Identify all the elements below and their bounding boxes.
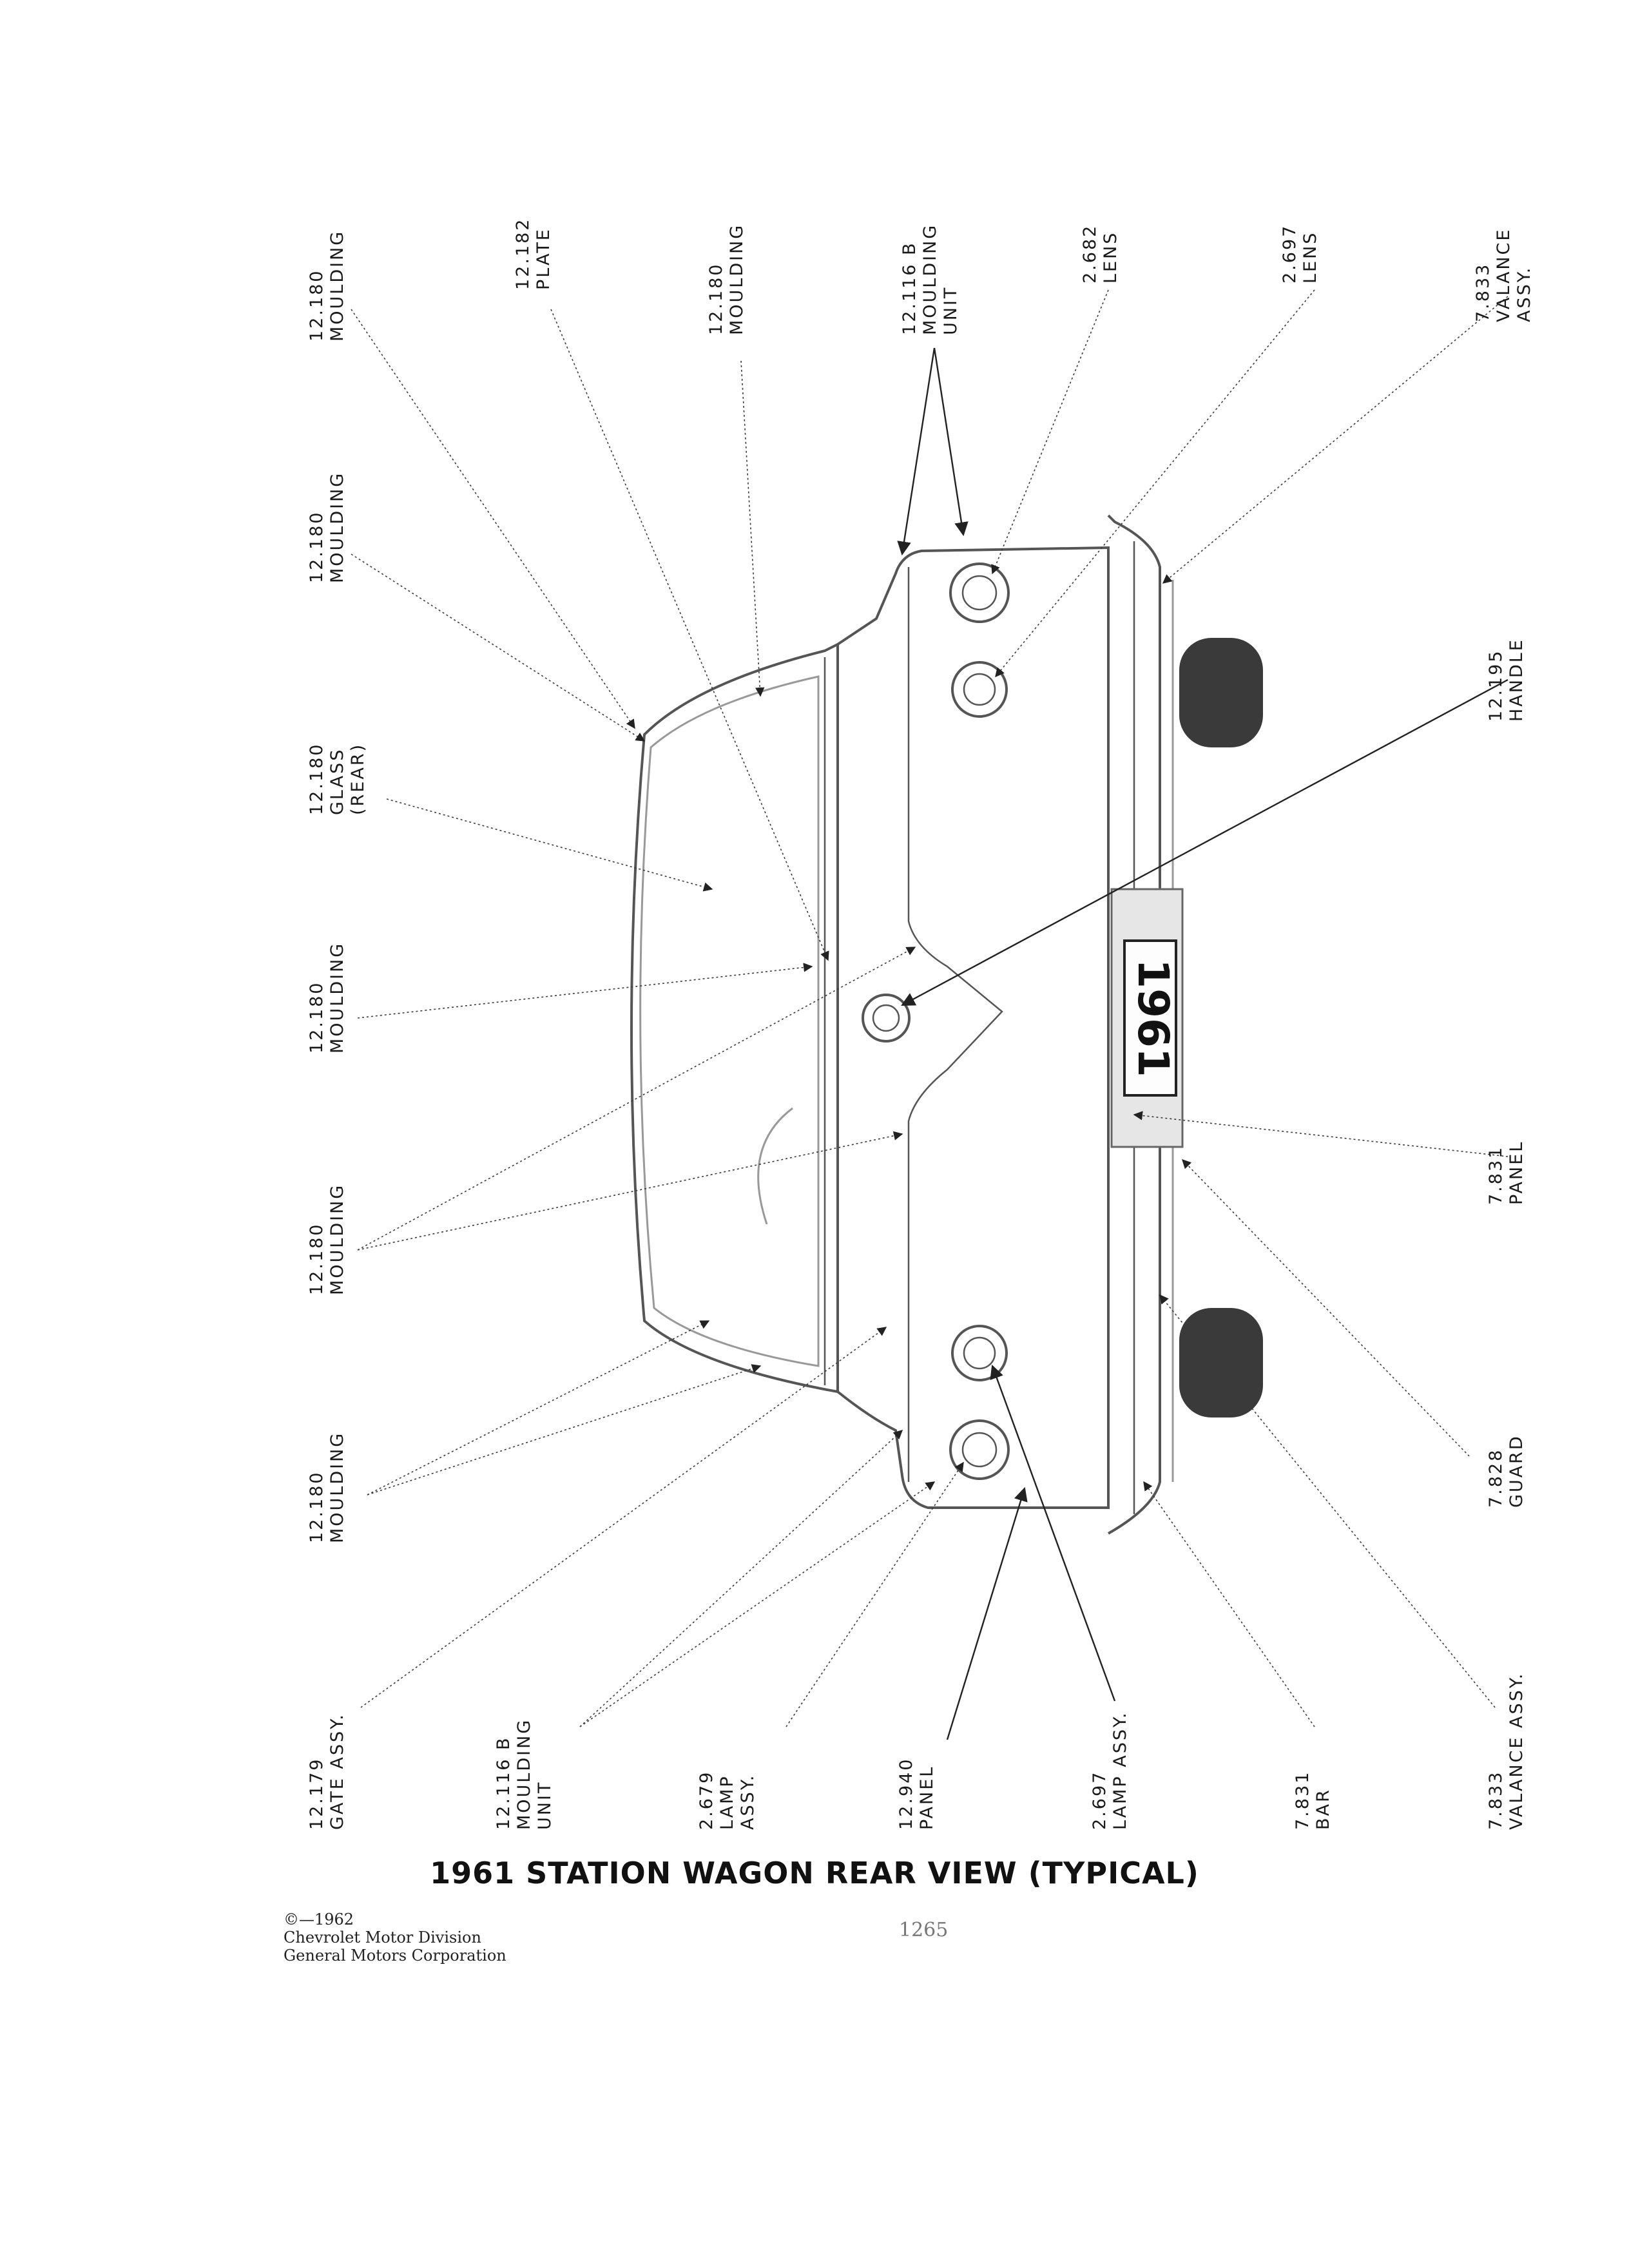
svg-text:ASSY.: ASSY. — [738, 1774, 758, 1830]
callout-top-4: 12.116 B MOULDING UNIT — [900, 224, 961, 335]
svg-text:PANEL: PANEL — [1507, 1140, 1527, 1205]
leader-lines — [351, 289, 1509, 1740]
svg-text:LAMP: LAMP — [717, 1774, 737, 1830]
callout-bottom-3: 2.679 LAMP ASSY. — [697, 1771, 758, 1830]
svg-text:UNIT: UNIT — [535, 1781, 555, 1830]
svg-text:UNIT: UNIT — [941, 286, 961, 335]
svg-text:MOULDING: MOULDING — [327, 942, 347, 1053]
callouts-top: 12.180 MOULDING 12.182 PLATE 12.180 MOUL… — [307, 218, 1534, 341]
svg-text:VALANCE: VALANCE — [1494, 228, 1514, 322]
svg-text:HANDLE: HANDLE — [1507, 638, 1527, 722]
svg-text:2.697: 2.697 — [1090, 1771, 1110, 1830]
tail-lamp-upper-inner — [951, 661, 1008, 718]
copyright-line-3: General Motors Corporation — [284, 1946, 506, 1965]
diagram-title: 1961 STATION WAGON REAR VIEW (TYPICAL) — [430, 1856, 1199, 1890]
svg-text:12.180: 12.180 — [307, 269, 327, 341]
svg-text:ASSY.: ASSY. — [1514, 266, 1534, 322]
svg-text:GLASS: GLASS — [327, 748, 347, 815]
callout-top-7: 7.833 VALANCE ASSY. — [1473, 228, 1534, 322]
callouts-left: 12.180 MOULDING 12.180 GLASS (REAR) 12.1… — [307, 472, 368, 1543]
svg-text:7.833: 7.833 — [1486, 1771, 1506, 1830]
license-plate-panel: 1961 — [1110, 888, 1184, 1148]
tail-lamp-upper-outer — [949, 562, 1010, 623]
svg-text:VALANCE ASSY.: VALANCE ASSY. — [1507, 1672, 1527, 1830]
svg-text:MOULDING: MOULDING — [327, 1432, 347, 1543]
callout-bottom-4: 12.940 PANEL — [896, 1758, 937, 1830]
svg-text:12.179: 12.179 — [307, 1758, 327, 1830]
callout-right-3: 7.828 GUARD — [1486, 1434, 1527, 1508]
vehicle-illustration: 1961 — [630, 514, 1263, 1535]
svg-text:2.682: 2.682 — [1080, 224, 1100, 284]
callout-bottom-6: 7.831 BAR — [1293, 1771, 1333, 1830]
callout-top-5: 2.682 LENS — [1080, 224, 1121, 284]
svg-text:12.180: 12.180 — [307, 743, 327, 815]
svg-text:MOULDING: MOULDING — [727, 224, 747, 335]
callouts-right: 12.195 HANDLE 7.831 PANEL 7.828 GUARD — [1486, 638, 1527, 1508]
callout-bottom-1: 12.179 GATE ASSY. — [307, 1713, 347, 1830]
svg-text:MOULDING: MOULDING — [327, 230, 347, 341]
tail-lamp-lower-outer — [949, 1419, 1010, 1480]
svg-text:7.828: 7.828 — [1486, 1448, 1506, 1508]
svg-text:12.182: 12.182 — [513, 218, 533, 290]
page-number: 1265 — [899, 1919, 949, 1941]
bumper-guard-lower — [1179, 1308, 1263, 1418]
svg-text:MOULDING: MOULDING — [327, 472, 347, 583]
svg-text:7.831: 7.831 — [1293, 1771, 1313, 1830]
svg-text:LENS: LENS — [1300, 231, 1320, 284]
copyright-line-1: ©—1962 — [284, 1910, 354, 1928]
svg-text:2.679: 2.679 — [697, 1771, 717, 1830]
svg-text:12.940: 12.940 — [896, 1758, 916, 1830]
callout-top-6: 2.697 LENS — [1280, 224, 1320, 284]
svg-text:LENS: LENS — [1101, 231, 1121, 284]
tail-lamp-lower-inner — [951, 1325, 1008, 1381]
svg-text:12.195: 12.195 — [1486, 649, 1506, 722]
svg-text:MOULDING: MOULDING — [327, 1184, 347, 1295]
svg-text:LAMP ASSY.: LAMP ASSY. — [1110, 1711, 1130, 1830]
svg-text:7.833: 7.833 — [1473, 263, 1493, 322]
svg-text:GATE ASSY.: GATE ASSY. — [327, 1713, 347, 1830]
svg-text:GUARD: GUARD — [1507, 1434, 1527, 1508]
svg-text:PANEL: PANEL — [917, 1765, 937, 1830]
license-plate-text: 1961 — [1128, 959, 1178, 1077]
copyright-block: ©—1962 Chevrolet Motor Division General … — [284, 1910, 506, 1965]
rear-bumper-bar — [1107, 514, 1161, 1535]
callouts-bottom: 12.179 GATE ASSY. 12.116 B MOULDING UNIT… — [307, 1672, 1527, 1830]
svg-text:MOULDING: MOULDING — [514, 1718, 534, 1830]
svg-text:12.180: 12.180 — [307, 1471, 327, 1543]
callout-left-5: 12.180 MOULDING — [307, 1432, 347, 1543]
svg-text:7.831: 7.831 — [1486, 1146, 1506, 1205]
callout-top-2: 12.182 PLATE — [513, 218, 554, 290]
svg-text:12.180: 12.180 — [307, 1223, 327, 1295]
rear-window-glass — [639, 675, 820, 1367]
svg-text:2.697: 2.697 — [1280, 224, 1300, 284]
svg-text:PLATE: PLATE — [534, 227, 554, 290]
callout-bottom-7: 7.833 VALANCE ASSY. — [1486, 1672, 1527, 1830]
callout-bottom-5: 2.697 LAMP ASSY. — [1090, 1711, 1130, 1830]
callout-bottom-2: 12.116 B MOULDING UNIT — [494, 1718, 555, 1830]
callout-right-1: 12.195 HANDLE — [1486, 638, 1527, 722]
tailgate-handle — [862, 994, 911, 1043]
callout-top-3: 12.180 MOULDING — [706, 224, 747, 335]
svg-text:12.180: 12.180 — [307, 511, 327, 583]
svg-text:12.116 B: 12.116 B — [494, 1736, 514, 1830]
tailgate-moulding-outline — [907, 567, 1003, 1482]
copyright-line-2: Chevrolet Motor Division — [284, 1928, 481, 1946]
callout-left-2: 12.180 GLASS (REAR) — [307, 743, 368, 815]
svg-text:MOULDING: MOULDING — [920, 224, 940, 335]
callout-left-3: 12.180 MOULDING — [307, 942, 347, 1053]
svg-text:12.116 B: 12.116 B — [900, 241, 920, 335]
callout-left-4: 12.180 MOULDING — [307, 1184, 347, 1295]
bumper-guard-upper — [1179, 638, 1263, 747]
rear-window-frame — [630, 642, 839, 1394]
svg-text:BAR: BAR — [1313, 1788, 1333, 1830]
callout-right-2: 7.831 PANEL — [1486, 1140, 1527, 1205]
svg-text:12.180: 12.180 — [706, 263, 726, 335]
callout-left-1: 12.180 MOULDING — [307, 472, 347, 583]
svg-text:12.180: 12.180 — [307, 981, 327, 1053]
callout-top-1: 12.180 MOULDING — [307, 230, 347, 341]
svg-text:(REAR): (REAR) — [348, 743, 368, 815]
